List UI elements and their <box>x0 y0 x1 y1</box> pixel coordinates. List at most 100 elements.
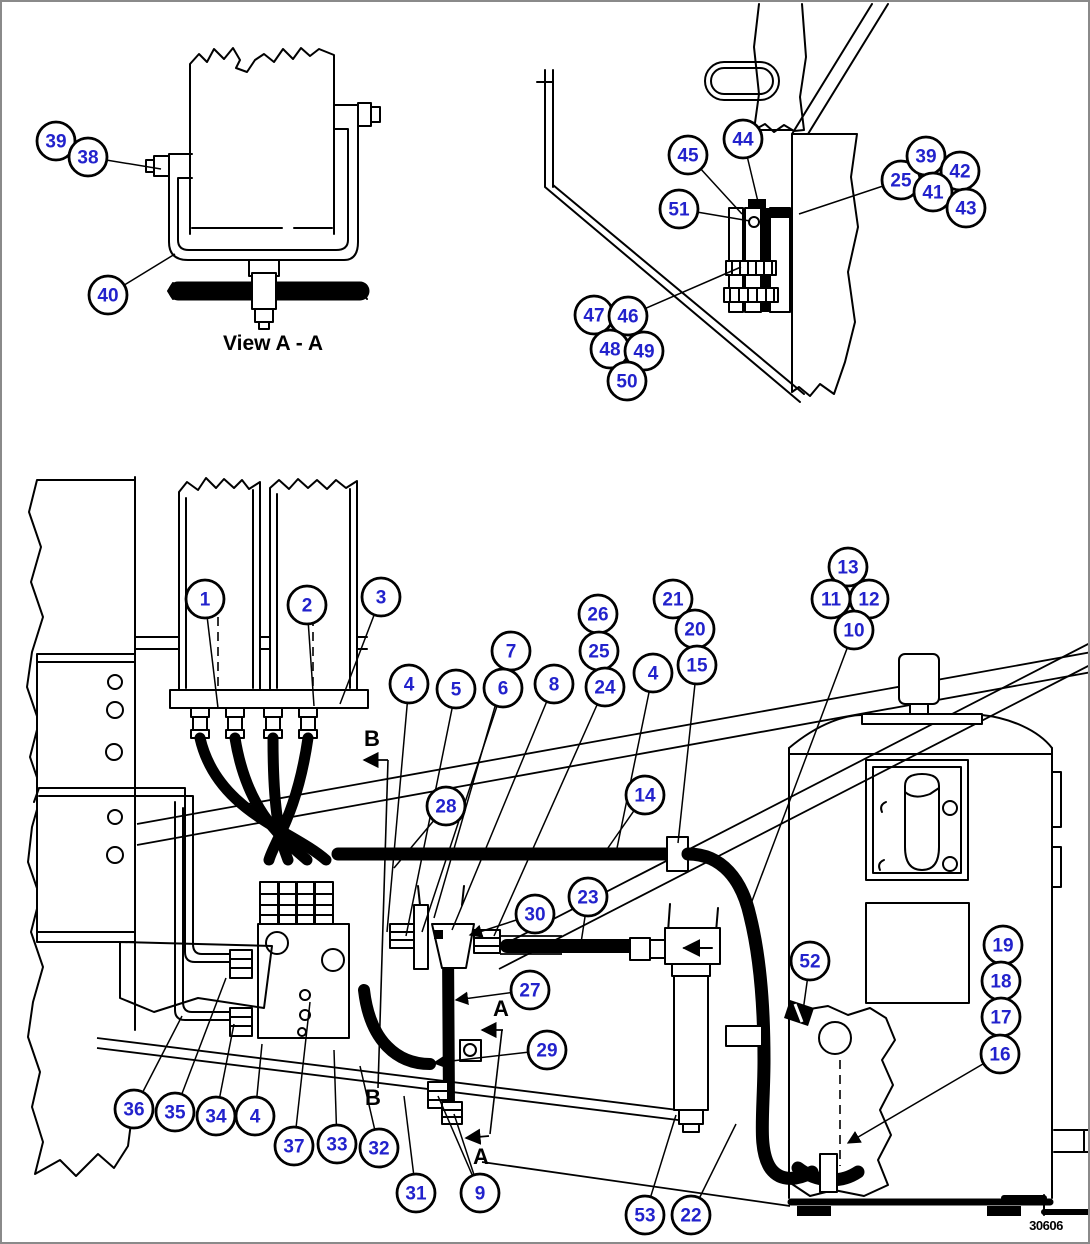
callout-15: 15 <box>676 644 718 686</box>
bracket-cap <box>748 199 766 208</box>
leader-line-16 <box>846 1053 1001 1144</box>
bolt-hole <box>106 846 124 864</box>
tank-wall-torn-plate <box>189 47 335 235</box>
callout-number: 23 <box>577 888 598 909</box>
callout-circle <box>67 136 109 178</box>
callout-number: 42 <box>949 162 970 183</box>
leader-lines <box>87 138 1001 1216</box>
leader-line-37 <box>293 1001 311 1147</box>
callout-8: 8 <box>533 663 575 705</box>
callout-6: 6 <box>482 667 524 709</box>
panel-bolt <box>942 800 958 816</box>
callout-circle <box>425 785 467 827</box>
callout-25: 25 <box>578 630 620 672</box>
bolt-hole <box>106 701 124 719</box>
callout-number: 3 <box>376 588 387 609</box>
callout-number: 38 <box>77 148 98 169</box>
suction-hose-curve <box>681 847 819 1185</box>
section-letter: A <box>493 996 509 1021</box>
callout-number: 47 <box>583 306 604 327</box>
callout-32: 32 <box>358 1127 400 1169</box>
callout-circle <box>459 1172 501 1214</box>
clamp-bolt <box>254 308 274 323</box>
callout-21: 21 <box>652 578 694 620</box>
callout-circle <box>584 666 626 708</box>
callout-10: 10 <box>833 609 875 651</box>
callout-number: 14 <box>634 786 656 807</box>
bottom-right-frame <box>1001 1195 1088 1215</box>
callout-circle <box>435 668 477 710</box>
callout-number: 17 <box>990 1008 1011 1029</box>
tank-foot <box>987 1206 1021 1216</box>
drawing-number: 30606 <box>1029 1218 1063 1233</box>
section-marker-B: B <box>362 726 389 1089</box>
tank-foot <box>797 1206 831 1216</box>
callout-17: 17 <box>980 996 1022 1038</box>
callout-number: 48 <box>599 340 620 361</box>
callout-9: 9 <box>459 1172 501 1214</box>
callout-number: 11 <box>821 590 842 611</box>
callout-circle <box>154 1091 196 1133</box>
cylinder-hoses <box>194 732 332 866</box>
callout-37: 37 <box>273 1125 315 1167</box>
callout-circle <box>607 295 649 337</box>
filter-assembly <box>664 903 721 1133</box>
panel-bolt <box>942 856 958 872</box>
callout-22: 22 <box>670 1194 712 1236</box>
manifold-port <box>321 948 345 972</box>
callout-38: 38 <box>67 136 109 178</box>
callout-circle <box>827 546 869 588</box>
manifold-block <box>229 881 350 1039</box>
callout-18: 18 <box>980 960 1022 1002</box>
callout-45: 45 <box>667 134 709 176</box>
callout-14: 14 <box>624 774 666 816</box>
callout-circle <box>482 667 524 709</box>
valve-pins <box>417 885 465 906</box>
filter-inlet-fittings <box>629 937 666 961</box>
callout-circle <box>722 118 764 160</box>
bolt-hole <box>107 674 123 690</box>
section-letter: B <box>365 1085 381 1110</box>
detail-frame-bracket <box>536 3 889 403</box>
callout-circle <box>533 663 575 705</box>
callout-number: 32 <box>368 1139 389 1160</box>
manifold-small-port <box>299 989 311 1001</box>
callout-51: 51 <box>658 188 700 230</box>
callout-4: 4 <box>234 1095 276 1137</box>
frame-panel-torn <box>753 129 859 397</box>
callout-circle <box>184 578 226 620</box>
callout-number: 24 <box>594 678 616 699</box>
callout-number: 19 <box>992 936 1013 957</box>
frame-post-torn <box>753 3 807 133</box>
callout-26: 26 <box>577 593 619 635</box>
left-plate-edges <box>36 661 136 933</box>
callout-number: 29 <box>536 1041 557 1062</box>
u-bolt-rows <box>723 260 779 303</box>
sight-gauge <box>904 773 940 871</box>
bracket-plate-top <box>770 208 790 218</box>
callout-number: 52 <box>799 952 820 973</box>
callout-circle <box>676 644 718 686</box>
hose-end-fittings <box>427 1081 463 1125</box>
callout-33: 33 <box>316 1123 358 1165</box>
callout-circle <box>360 576 402 618</box>
tank-cutout-torn <box>791 1005 896 1197</box>
callout-number: 25 <box>588 642 610 663</box>
callout-4: 4 <box>388 663 430 705</box>
callout-7: 7 <box>490 630 532 672</box>
callout-number: 27 <box>519 981 540 1002</box>
callout-number: 46 <box>617 307 638 328</box>
callout-47: 47 <box>573 294 615 336</box>
callout-circle <box>667 134 709 176</box>
breather-base <box>909 703 929 715</box>
callout-number: 8 <box>549 675 560 696</box>
filter-canister <box>673 975 709 1111</box>
callout-number: 1 <box>200 590 211 611</box>
cylinder-base-flange <box>169 689 369 709</box>
callout-number: 12 <box>858 590 879 611</box>
callout-number: 40 <box>97 286 118 307</box>
bracket-bolt <box>459 1039 482 1062</box>
callout-41: 41 <box>912 171 954 213</box>
callout-circle <box>388 663 430 705</box>
hose-clamp <box>251 272 277 310</box>
